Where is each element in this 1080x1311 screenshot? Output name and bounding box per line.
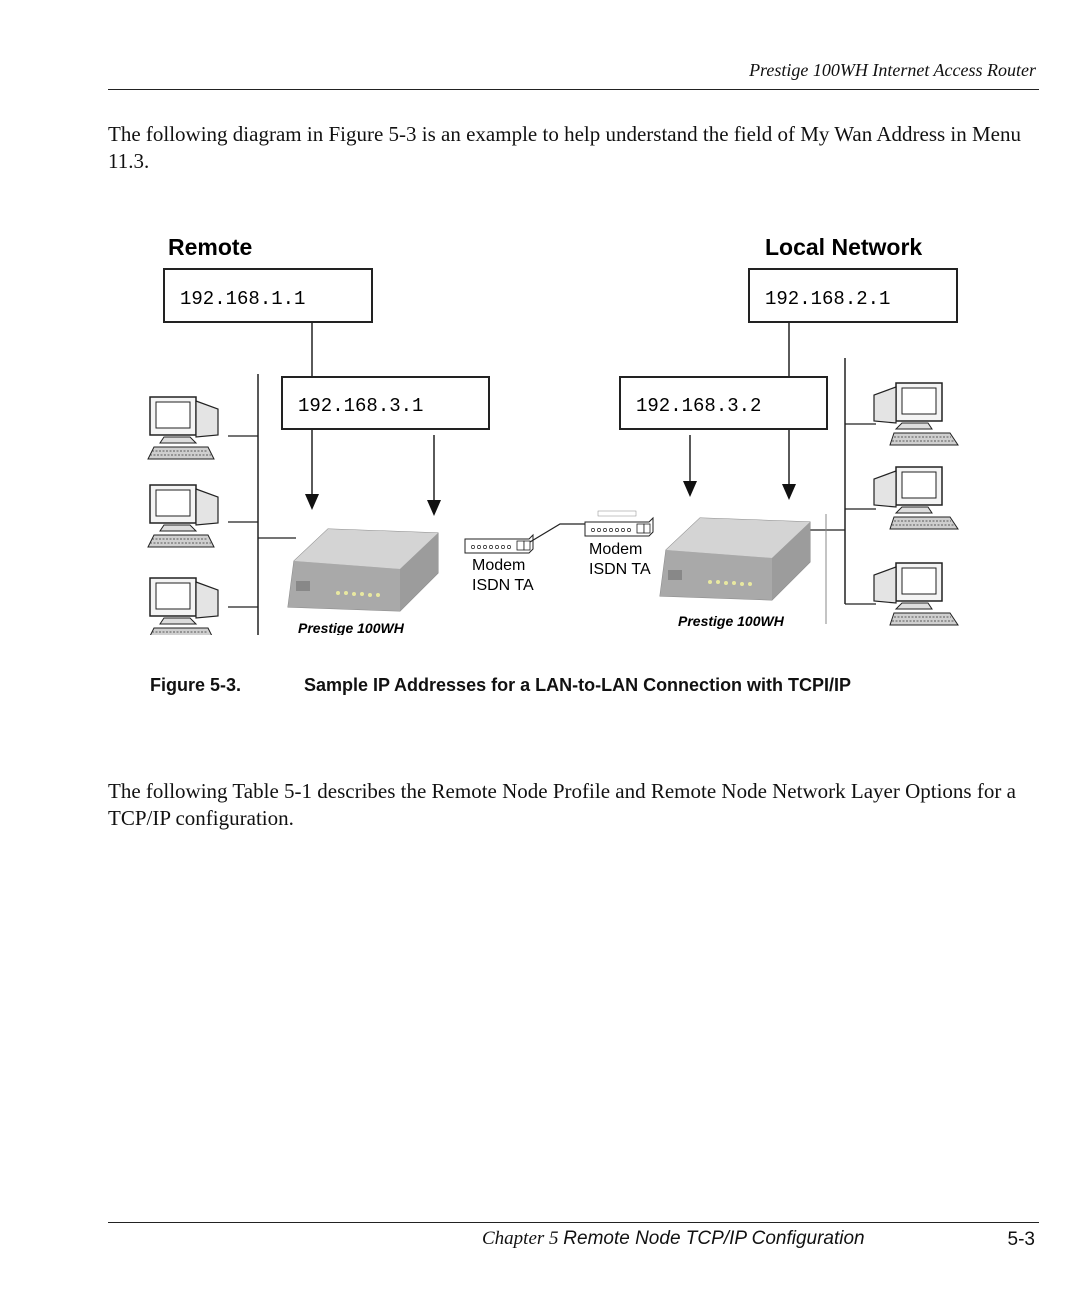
local-modem-image [584, 517, 654, 537]
local-router-image [659, 517, 811, 601]
arrow-remote-wan [427, 435, 441, 516]
remote-wan-ip-box [281, 376, 490, 430]
local-lan-ip: 192.168.2.1 [765, 288, 890, 310]
footer-chapter-prefix: Chapter 5 [482, 1228, 559, 1249]
intro-paragraph: The following diagram in Figure 5-3 is a… [108, 122, 1021, 173]
running-header: Prestige 100WH Internet Access Router [749, 60, 1036, 80]
remote-lan-ip: 192.168.1.1 [180, 288, 305, 310]
footer-chapter: Chapter 5 Remote Node TCP/IP Configurati… [482, 1228, 865, 1250]
arrow-remote-lan [305, 429, 319, 510]
local-wan-ip: 192.168.3.2 [636, 395, 761, 417]
local-computer-2 [873, 466, 959, 530]
arrow-local-lan [782, 429, 796, 500]
figure-caption: Figure 5-3. Sample IP Addresses for a LAN… [150, 675, 1030, 696]
local-computer-3 [873, 562, 959, 626]
remote-computer-3 [147, 577, 219, 635]
remote-wan-ip: 192.168.3.1 [298, 395, 423, 417]
table-intro-paragraph: The following Table 5-1 describes the Re… [108, 779, 1016, 830]
modem-link [529, 523, 585, 543]
remote-modem-image [464, 534, 534, 554]
remote-device-label: Prestige 100WH [298, 620, 405, 635]
remote-modem-label: Modem [472, 557, 525, 574]
local-computer-1 [873, 382, 959, 446]
local-network-heading: Local Network [765, 234, 922, 260]
local-wan-ip-box [619, 376, 828, 430]
remote-computer-2 [147, 484, 219, 548]
remote-router-image [287, 528, 439, 612]
arrow-local-wan [683, 435, 697, 497]
local-isdn-label: ISDN TA [589, 561, 651, 578]
remote-isdn-label: ISDN TA [472, 577, 534, 594]
remote-heading: Remote [168, 234, 252, 260]
caption-label: Figure 5-3. [150, 675, 242, 695]
footer-chapter-title: Remote Node TCP/IP Configuration [563, 1228, 865, 1249]
footer-rule [108, 1222, 1039, 1223]
caption-text: Sample IP Addresses for a LAN-to-LAN Con… [304, 675, 852, 695]
page-number: 5-3 [1007, 1229, 1035, 1250]
local-device-label: Prestige 100WH [678, 613, 785, 629]
remote-lan-ip-box [163, 268, 373, 323]
network-diagram: Remote Local Network 192.168.1.1 192.168… [147, 234, 959, 635]
remote-computer-1 [147, 396, 219, 460]
local-modem-label: Modem [589, 541, 642, 558]
local-lan-ip-box [748, 268, 958, 323]
header-rule [108, 89, 1039, 90]
